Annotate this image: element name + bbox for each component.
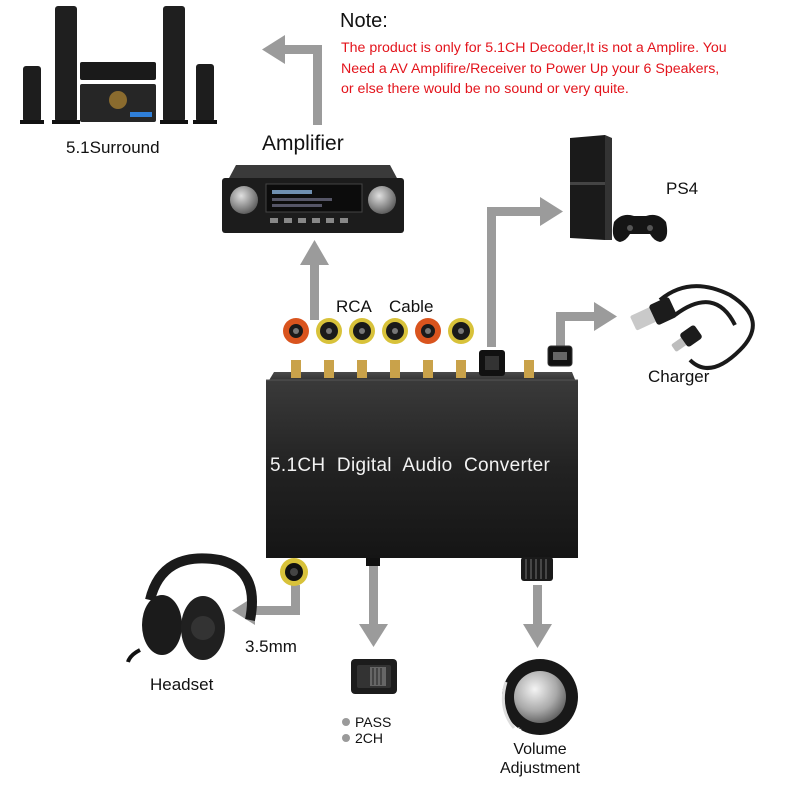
arrow-optical-to-ps4 bbox=[487, 197, 563, 347]
gold-connectors bbox=[291, 360, 534, 378]
arrow-jack-to-headset bbox=[232, 585, 300, 625]
slide-switch-icon bbox=[351, 659, 397, 694]
arrow-rca-to-amplifier bbox=[300, 240, 329, 320]
switch-option-2ch-text: 2CH bbox=[355, 730, 384, 746]
surround-label: 5.1Surround bbox=[66, 138, 160, 157]
ps4-console-icon bbox=[570, 135, 668, 242]
volume-label-line-1: Volume bbox=[513, 741, 567, 758]
note-line-2: Need a AV Amplifire/Receiver to Power Up… bbox=[341, 60, 720, 77]
volume-label-line-2: Adjustment bbox=[499, 760, 581, 777]
arrow-knob-down bbox=[523, 585, 552, 648]
note-title: Note: bbox=[340, 10, 388, 32]
headset-icon bbox=[126, 553, 257, 663]
note-line-1: The product is only for 5.1CH Decoder,It… bbox=[341, 40, 727, 56]
arrow-switch-down bbox=[359, 565, 388, 647]
arrow-amplifier-to-surround bbox=[262, 35, 322, 125]
headset-label: Headset bbox=[150, 675, 214, 694]
note-line-3: or else there would be no sound or very … bbox=[341, 81, 629, 97]
svg-text:+: + bbox=[516, 725, 522, 736]
speaker-system-icon bbox=[20, 6, 217, 124]
usb-port-icon bbox=[547, 345, 573, 367]
jack-size-label: 3.5mm bbox=[245, 637, 297, 656]
front-knob bbox=[521, 557, 553, 581]
optical-port-icon bbox=[479, 350, 505, 376]
switch-option-pass: PASS bbox=[342, 714, 391, 730]
switch-slot bbox=[366, 558, 380, 566]
usb-cable-icon bbox=[630, 284, 755, 370]
audio-jack-icon bbox=[280, 558, 308, 586]
volume-knob-icon: + bbox=[501, 659, 578, 736]
rca-jacks bbox=[283, 318, 474, 344]
volume-label: Volume Adjustment bbox=[480, 740, 600, 778]
amplifier-icon bbox=[222, 165, 404, 233]
note-body: The product is only for 5.1CH Decoder,It… bbox=[341, 38, 797, 100]
converter-device-body bbox=[266, 372, 578, 558]
rca-label: RCA bbox=[336, 297, 372, 316]
switch-option-2ch: 2CH bbox=[342, 730, 391, 746]
bullet-dot bbox=[342, 734, 350, 742]
amplifier-label: Amplifier bbox=[262, 132, 344, 155]
switch-option-pass-text: PASS bbox=[355, 714, 392, 730]
device-title: 5.1CH Digital Audio Converter bbox=[270, 455, 551, 476]
switch-mode-legend: PASS 2CH bbox=[342, 714, 391, 746]
ps4-label: PS4 bbox=[666, 179, 699, 198]
bullet-dot bbox=[342, 718, 350, 726]
charger-label: Charger bbox=[648, 367, 710, 386]
arrow-usb-to-charger bbox=[556, 302, 617, 350]
cable-label: Cable bbox=[389, 297, 434, 316]
